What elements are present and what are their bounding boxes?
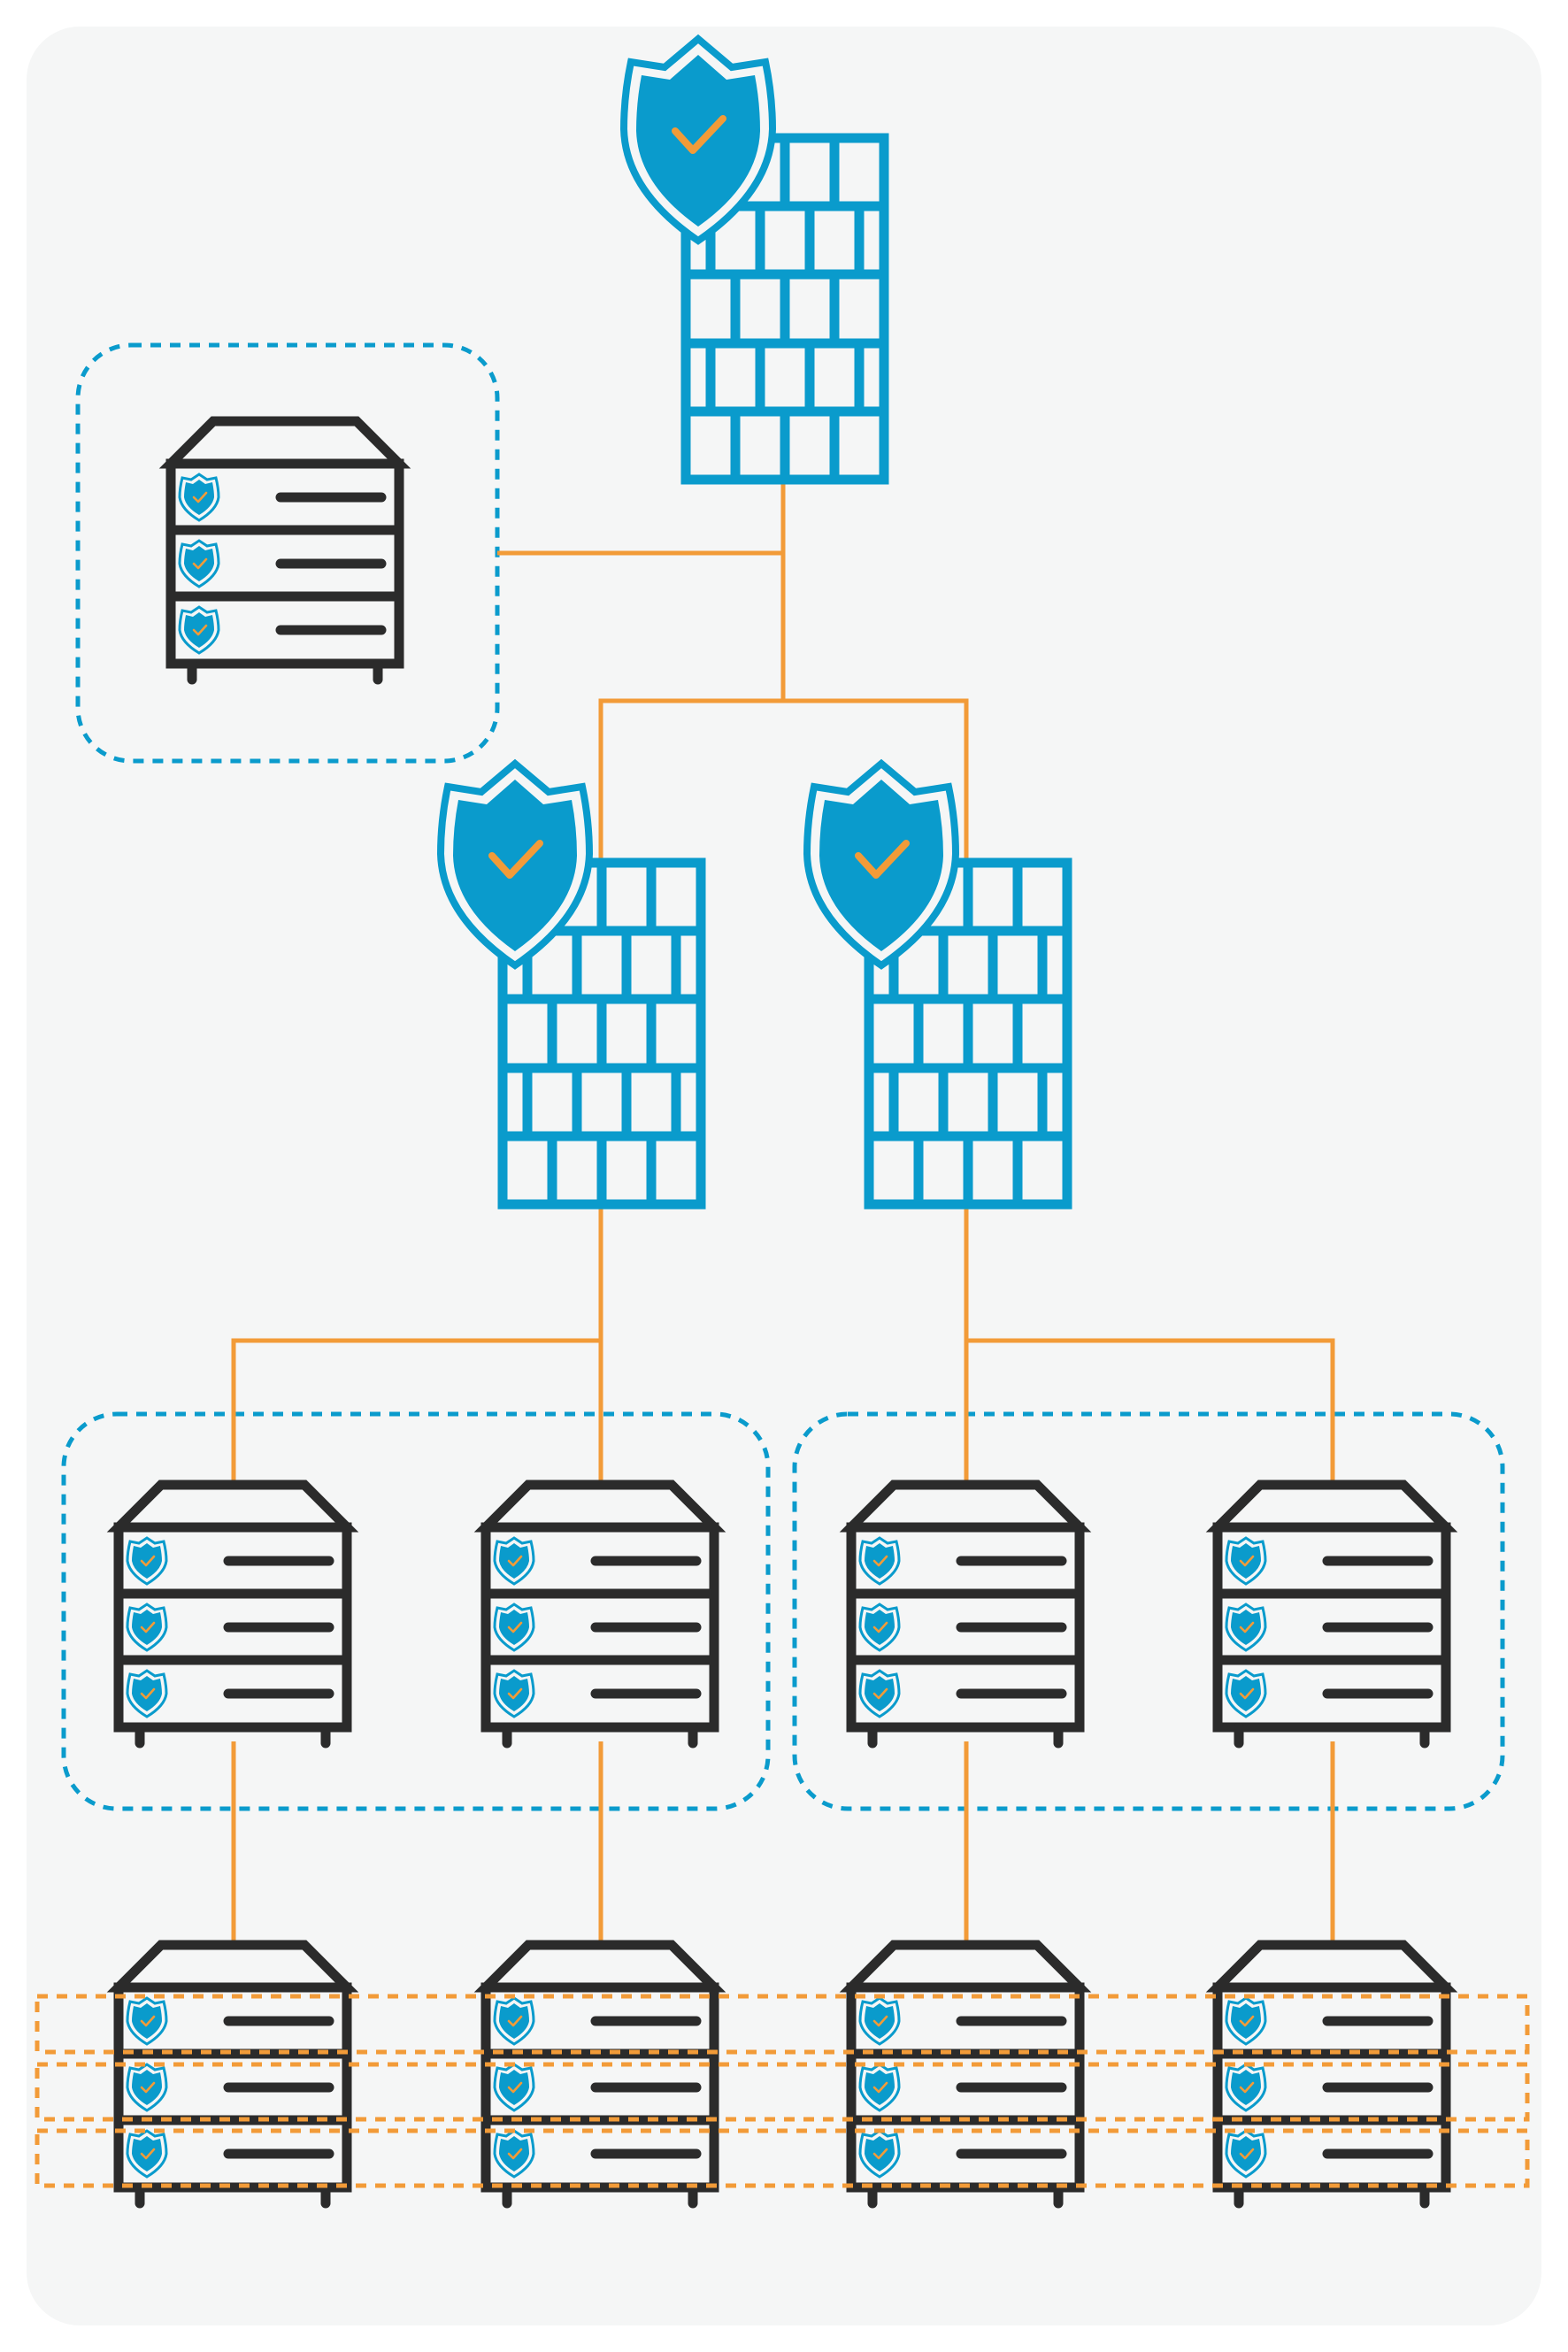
diagram-card	[27, 27, 1541, 2325]
slot-band-1	[35, 1994, 1530, 2055]
server-tier2-c-icon	[851, 1485, 1080, 1743]
edge-fw-left-to-servers	[231, 1338, 603, 1487]
slot-band-3	[35, 2128, 1530, 2188]
server-tier3-b-icon	[486, 1945, 714, 2203]
server-tier2-d-icon	[1218, 1485, 1446, 1743]
server-tier2-a-icon	[119, 1485, 347, 1743]
slot-band-2	[35, 2062, 1530, 2122]
group-frame-mid-right	[792, 1411, 1505, 1811]
server-tier2-b-icon	[486, 1485, 714, 1743]
edge-root-to-tier1	[598, 698, 969, 858]
server-side-icon	[171, 421, 399, 680]
edge-fw-right-to-server	[966, 1338, 1335, 1487]
server-tier3-a-icon	[119, 1945, 347, 2203]
group-frame-mid-left	[61, 1411, 771, 1811]
group-frame-bottom-row	[35, 1994, 1530, 2188]
server-tier3-c-icon	[851, 1945, 1080, 2203]
server-tier3-d-icon	[1218, 1945, 1446, 2203]
connector-lines	[231, 478, 1335, 1947]
